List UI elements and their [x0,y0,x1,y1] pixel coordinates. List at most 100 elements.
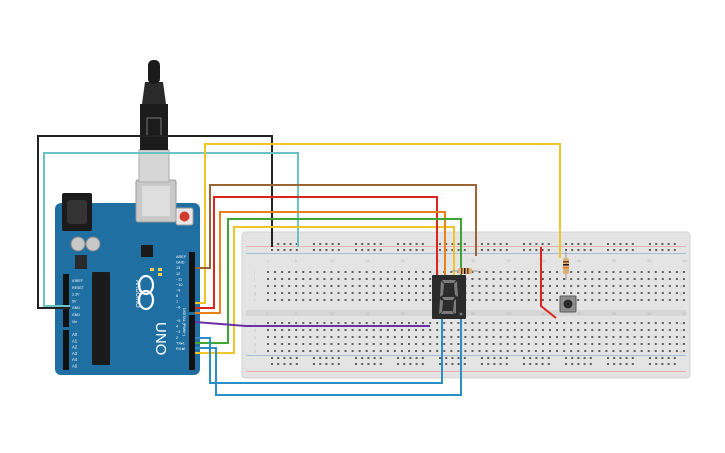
breadboard-hole[interactable] [626,285,629,287]
breadboard-hole[interactable] [379,278,382,280]
breadboard-hole[interactable] [457,343,460,345]
breadboard-hole[interactable] [626,329,629,331]
breadboard-hole[interactable] [529,357,532,359]
wire-orange[interactable] [195,211,446,314]
breadboard-hole[interactable] [386,292,389,294]
breadboard-hole[interactable] [386,336,389,338]
breadboard-hole[interactable] [408,292,410,294]
breadboard-hole[interactable] [325,363,328,365]
breadboard-hole[interactable] [355,357,357,359]
breadboard-hole[interactable] [457,336,460,338]
breadboard-hole[interactable] [619,249,622,251]
breadboard-hole[interactable] [534,350,537,352]
breadboard-hole[interactable] [612,292,615,294]
breadboard-hole[interactable] [577,271,580,273]
breadboard-hole[interactable] [471,278,474,280]
breadboard-hole[interactable] [541,243,544,245]
breadboard-hole[interactable] [563,336,566,338]
breadboard-hole[interactable] [351,329,354,331]
breadboard-hole[interactable] [471,329,474,331]
breadboard-hole[interactable] [421,363,424,365]
breadboard-hole[interactable] [647,350,650,352]
breadboard-hole[interactable] [393,271,396,273]
breadboard-hole[interactable] [478,299,481,301]
breadboard-hole[interactable] [541,357,544,359]
breadboard-hole[interactable] [682,329,685,331]
breadboard-hole[interactable] [492,336,495,338]
breadboard-hole[interactable] [331,243,334,245]
breadboard-hole[interactable] [584,322,587,324]
breadboard-hole[interactable] [493,363,496,365]
breadboard-hole[interactable] [583,243,586,245]
wire-purple[interactable] [194,321,430,327]
breadboard-hole[interactable] [485,285,488,287]
breadboard-hole[interactable] [654,350,657,352]
breadboard-hole[interactable] [408,329,410,331]
breadboard-hole[interactable] [295,336,298,338]
breadboard-hole[interactable] [667,357,670,359]
breadboard-hole[interactable] [422,350,425,352]
breadboard-hole[interactable] [415,322,418,324]
breadboard-hole[interactable] [409,243,412,245]
breadboard-hole[interactable] [403,243,406,245]
breadboard-hole[interactable] [463,243,466,245]
breadboard-hole[interactable] [451,357,454,359]
breadboard-hole[interactable] [309,278,312,280]
arduino-uno-board[interactable]: ARDUINO UNO IOREFRESET3.3V5VGNDGNDVinA0A… [55,179,200,375]
wire-brown[interactable] [195,184,477,269]
breadboard-hole[interactable] [612,350,615,352]
breadboard-hole[interactable] [400,329,403,331]
breadboard-hole[interactable] [323,336,326,338]
breadboard-hole[interactable] [506,299,509,301]
breadboard-hole[interactable] [457,329,460,331]
breadboard-hole[interactable] [289,243,292,245]
breadboard-hole[interactable] [654,271,657,273]
breadboard-hole[interactable] [640,271,643,273]
breadboard-hole[interactable] [344,285,347,287]
breadboard-hole[interactable] [481,249,483,251]
breadboard-hole[interactable] [631,249,634,251]
breadboard-hole[interactable] [591,271,594,273]
breadboard-hole[interactable] [605,350,608,352]
breadboard-hole[interactable] [682,271,685,273]
breadboard-hole[interactable] [605,292,608,294]
breadboard-hole[interactable] [605,299,608,301]
breadboard-hole[interactable] [344,343,347,345]
breadboard-hole[interactable] [607,357,609,359]
breadboard-hole[interactable] [499,363,502,365]
breadboard-hole[interactable] [351,292,354,294]
breadboard-hole[interactable] [400,299,403,301]
breadboard-hole[interactable] [358,343,361,345]
breadboard-hole[interactable] [274,329,277,331]
breadboard-hole[interactable] [478,350,481,352]
breadboard-hole[interactable] [361,249,364,251]
breadboard-hole[interactable] [513,322,516,324]
breadboard-hole[interactable] [661,350,664,352]
breadboard-hole[interactable] [534,336,537,338]
breadboard-hole[interactable] [422,329,425,331]
breadboard-hole[interactable] [607,249,609,251]
breadboard-hole[interactable] [323,329,326,331]
breadboard-hole[interactable] [302,285,305,287]
breadboard-hole[interactable] [547,363,550,365]
breadboard-hole[interactable] [541,285,544,287]
breadboard-hole[interactable] [591,299,594,301]
breadboard-hole[interactable] [598,299,601,301]
breadboard-hole[interactable] [478,336,481,338]
breadboard-hole[interactable] [534,292,537,294]
breadboard-hole[interactable] [668,271,671,273]
breadboard-hole[interactable] [529,363,532,365]
breadboard-hole[interactable] [295,292,298,294]
breadboard-hole[interactable] [289,363,292,365]
breadboard-hole[interactable] [351,278,354,280]
push-button[interactable] [559,295,577,313]
breadboard-hole[interactable] [283,357,286,359]
breadboard-hole[interactable] [358,299,361,301]
breadboard-hole[interactable] [393,299,396,301]
breadboard-hole[interactable] [675,329,678,331]
breadboard-hole[interactable] [422,292,425,294]
breadboard-hole[interactable] [682,336,685,338]
breadboard-hole[interactable] [393,322,396,324]
breadboard-hole[interactable] [330,336,333,338]
breadboard-hole[interactable] [471,336,474,338]
